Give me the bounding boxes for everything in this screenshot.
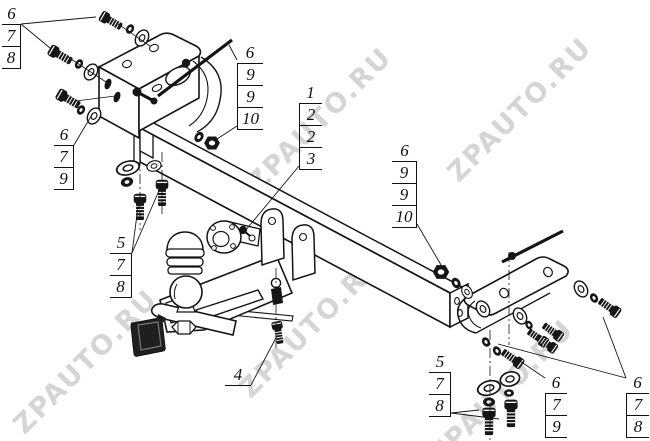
lock-pin	[270, 277, 283, 305]
ball-mount	[150, 275, 265, 336]
fasteners-top-left	[45, 9, 153, 128]
callout-stack-top-left: 6 7 8	[2, 3, 21, 69]
callout-number: 5	[110, 232, 132, 254]
callout-number: 7	[110, 254, 132, 276]
callout-number: 9	[392, 162, 417, 184]
callout-number: 8	[429, 395, 451, 417]
receiver-cover-cap	[130, 314, 166, 357]
centerlines	[139, 138, 510, 440]
callout-number: 9	[392, 184, 417, 206]
callout-number: 2	[299, 104, 322, 126]
callout-number: 8	[626, 416, 649, 438]
callout-stack-left-lower: 5 7 8	[110, 232, 132, 298]
left-through-bolt	[157, 38, 233, 98]
callout-number: 6	[237, 42, 263, 64]
callout-number: 6	[545, 372, 567, 394]
callout-stack-ball-bolt: 4	[225, 364, 251, 386]
leader-lines	[20, 16, 627, 420]
callout-number: 7	[2, 25, 21, 47]
callout-number: 4	[225, 364, 251, 386]
callout-stack-bottom-right-outer: 6 7 8	[626, 372, 649, 438]
callout-number: 1	[299, 82, 322, 104]
callout-stack-left-middle: 6 7 9	[54, 124, 74, 190]
callout-stack-top-center: 6 9 9 10	[237, 42, 263, 130]
callout-number: 9	[54, 168, 74, 190]
callout-number: 6	[2, 3, 21, 25]
callout-number: 5	[429, 351, 451, 373]
callout-number: 6	[392, 140, 417, 162]
right-through-bolt	[501, 229, 564, 264]
callout-stack-right-middle: 6 9 9 10	[392, 140, 417, 228]
right-mounting-bracket	[456, 256, 569, 334]
callout-number: 7	[545, 394, 567, 416]
callout-number: 9	[237, 64, 263, 86]
callout-number: 8	[110, 276, 132, 298]
callout-number: 7	[429, 373, 451, 395]
ball-cover-boot	[165, 231, 205, 275]
callout-number: 2	[299, 126, 322, 148]
callout-number: 10	[237, 108, 263, 130]
callout-number: 9	[237, 86, 263, 108]
callout-stack-center: 1 2 2 3	[299, 82, 322, 170]
hitch-ball	[169, 275, 203, 309]
callout-number: 6	[54, 124, 74, 146]
callout-number: 7	[626, 394, 649, 416]
ball-retaining-bolt	[270, 319, 287, 346]
callout-number: 9	[545, 416, 567, 438]
callout-number: 3	[299, 148, 322, 170]
callout-stack-bottom-center: 5 7 8	[429, 351, 451, 417]
callout-number: 10	[392, 206, 417, 228]
callout-number: 8	[2, 47, 21, 69]
callout-number: 7	[54, 146, 74, 168]
callout-stack-bottom-right-inner: 6 7 9	[545, 372, 567, 438]
callout-number: 6	[626, 372, 649, 394]
